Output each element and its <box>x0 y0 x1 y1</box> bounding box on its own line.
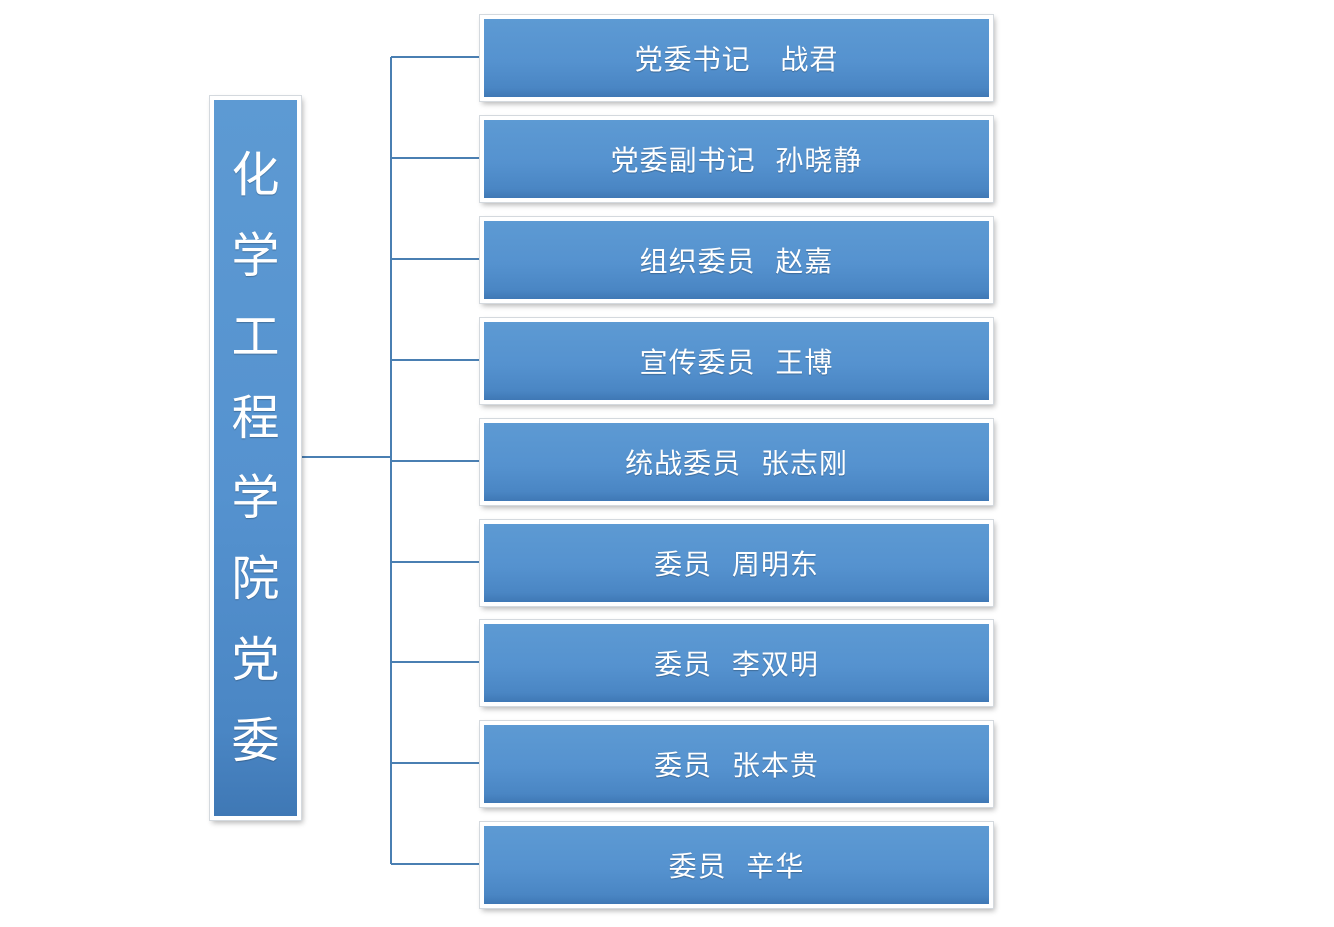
member-label: 委员 周明东 <box>654 548 819 581</box>
member-label: 统战委员 张志刚 <box>625 447 848 480</box>
member-label: 委员 李双明 <box>654 648 819 681</box>
member-node-deputy-secretary: 党委副书记 孙晓静 <box>479 115 994 203</box>
root-node-char: 学 <box>231 470 280 527</box>
root-node-char: 委 <box>231 713 280 769</box>
member-node-committee-member: 委员 张本贵 <box>479 720 994 808</box>
root-node-char: 工 <box>231 308 280 365</box>
root-node-char: 院 <box>231 551 280 608</box>
member-node-united-front: 统战委员 张志刚 <box>479 418 994 506</box>
member-node-committee-member: 委员 辛华 <box>479 821 994 909</box>
root-node-char: 学 <box>231 227 280 284</box>
member-label: 委员 张本贵 <box>654 749 819 782</box>
member-label: 党委副书记 孙晓静 <box>610 144 863 177</box>
member-label: 委员 辛华 <box>668 850 805 883</box>
member-node-publicity: 宣传委员 王博 <box>479 317 994 405</box>
member-node-committee-member: 委员 周明东 <box>479 519 994 607</box>
root-node-char: 化 <box>231 146 280 203</box>
member-label: 组织委员 赵嘉 <box>639 245 834 278</box>
member-label: 宣传委员 王博 <box>639 346 834 379</box>
member-node-secretary: 党委书记 战君 <box>479 14 994 102</box>
root-node: 化 学 工 程 学 院 党 委 <box>209 95 302 821</box>
member-label: 党委书记 战君 <box>634 43 839 76</box>
member-node-organization: 组织委员 赵嘉 <box>479 216 994 304</box>
member-node-committee-member: 委员 李双明 <box>479 619 994 707</box>
root-node-char: 程 <box>231 389 280 446</box>
root-node-char: 党 <box>231 632 280 689</box>
